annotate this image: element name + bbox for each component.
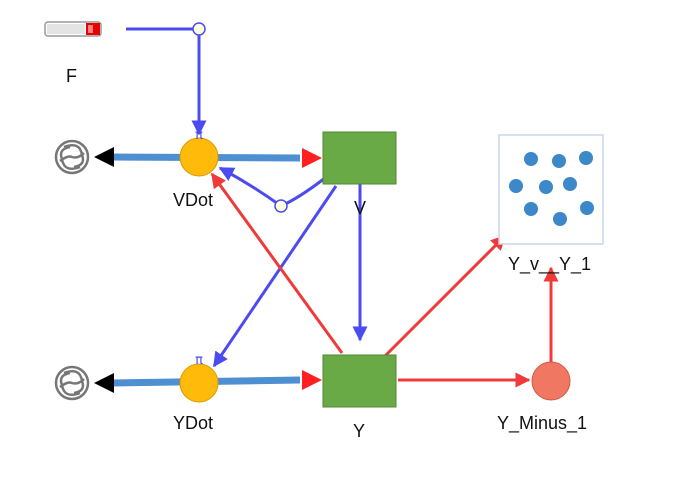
cloud-source-icon	[54, 139, 90, 175]
converter-y-minus-1[interactable]	[531, 361, 571, 401]
rate-ydot[interactable]	[179, 363, 219, 403]
connector-v-to-vdot[interactable]	[218, 166, 326, 208]
connector-y-to-scatter[interactable]	[383, 234, 507, 358]
pi-symbol-vdot: π	[195, 128, 203, 143]
connector-f-handle[interactable]	[192, 22, 206, 36]
slider-icon[interactable]	[44, 21, 102, 37]
label-y: Y	[353, 421, 366, 441]
stock-y[interactable]	[322, 354, 397, 408]
rate-vdot[interactable]	[179, 137, 219, 177]
label-f: F	[66, 66, 77, 86]
label-ydot: YDot	[173, 413, 214, 433]
pi-symbol-ydot: π	[195, 353, 203, 368]
connector-v-to-ydot[interactable]	[212, 185, 338, 368]
cloud-sink-icon	[54, 365, 90, 401]
label-scatter: Y_v__Y_1	[508, 254, 592, 274]
scatter-plot-icon[interactable]	[498, 134, 604, 245]
connector-f-to-vdot[interactable]	[126, 27, 207, 136]
connector-v-handle[interactable]	[274, 199, 288, 213]
stock-v[interactable]	[322, 131, 397, 185]
label-v: V	[354, 198, 367, 218]
connector-y-to-vdot[interactable]	[210, 172, 344, 354]
label-vdot: VDot	[173, 190, 214, 210]
label-y-minus-1: Y_Minus_1	[497, 413, 588, 433]
